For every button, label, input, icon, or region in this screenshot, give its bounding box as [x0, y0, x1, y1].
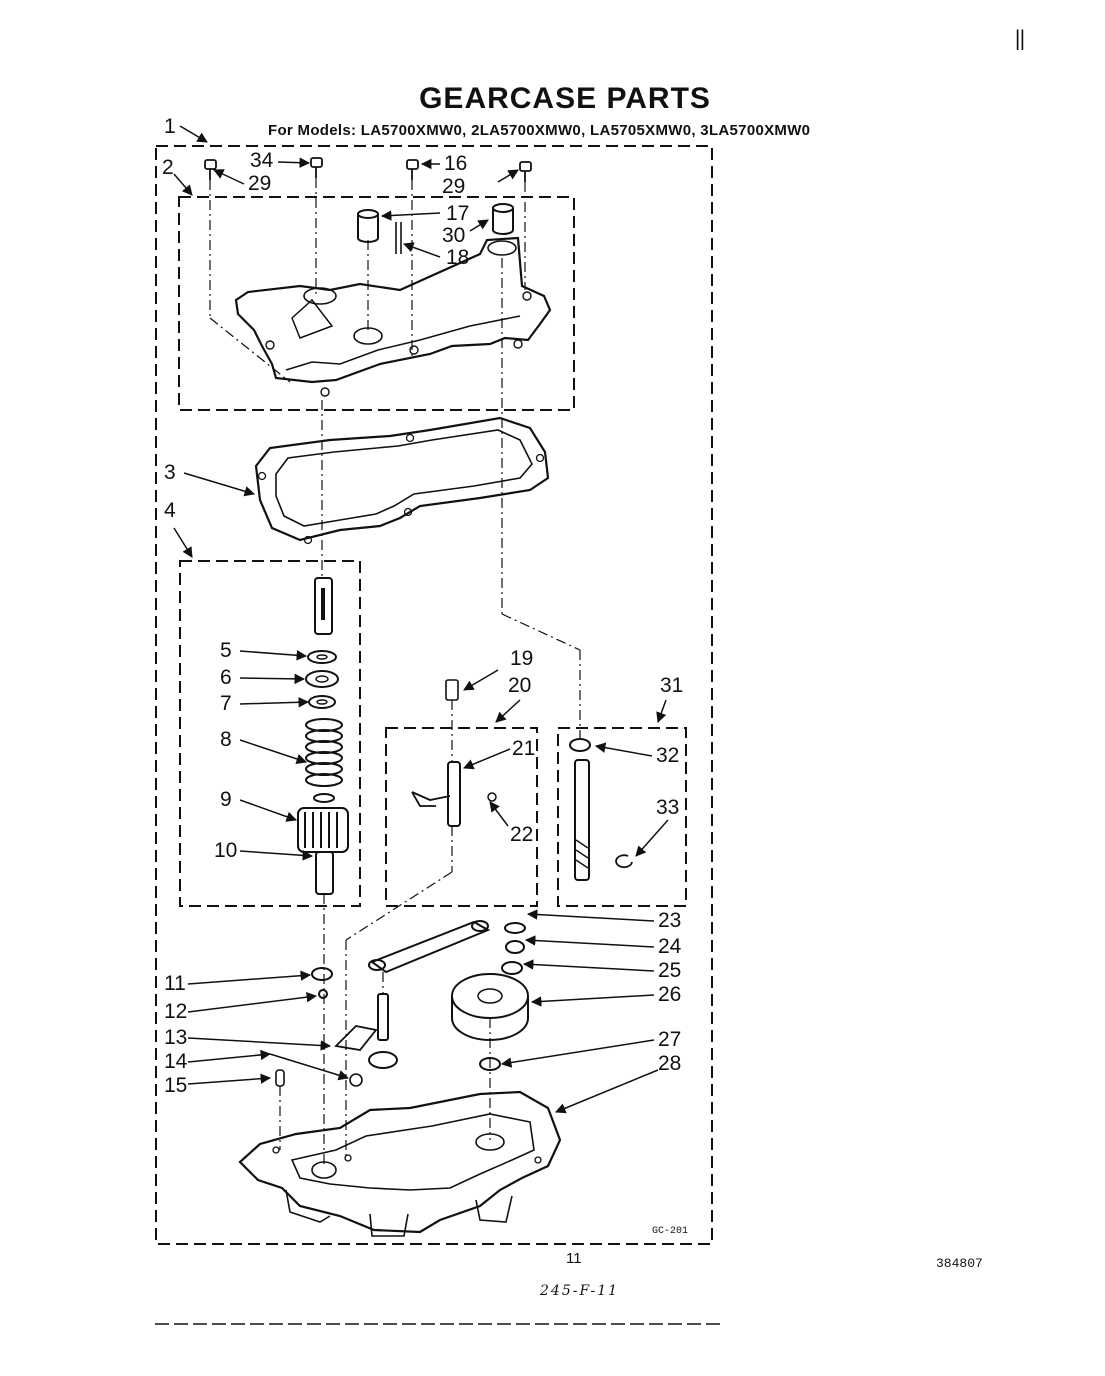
callout-13: 13 — [164, 1026, 188, 1049]
screw-icon-29-left — [204, 159, 217, 180]
document-number: 384807 — [936, 1256, 983, 1271]
callout-7: 7 — [220, 692, 232, 715]
shift-fork-icon — [411, 761, 461, 827]
washer-icon-14 — [349, 1073, 363, 1087]
bearing-icon-11 — [311, 967, 333, 981]
callout-11: 11 — [164, 972, 186, 995]
handwritten-note: 245-F-11 — [540, 1283, 620, 1299]
retaining-ring-icon-33 — [615, 854, 633, 869]
callout-9: 9 — [220, 788, 232, 811]
callout-21: 21 — [512, 737, 536, 760]
callout-23: 23 — [658, 909, 682, 932]
callout-19: 19 — [510, 647, 534, 670]
pinion-gear-icon-9 — [297, 793, 349, 853]
callout-30: 30 — [442, 224, 466, 247]
pinion-hub-icon-10 — [315, 851, 334, 895]
screw-icon-29-right — [519, 161, 532, 182]
callout-34: 34 — [250, 149, 274, 172]
washer-icon-25 — [501, 961, 523, 975]
crank-icon-13 — [334, 993, 398, 1069]
screw-icon-16 — [406, 159, 419, 180]
gasket-icon — [254, 416, 550, 542]
page-number: 11 — [566, 1250, 582, 1267]
callout-8: 8 — [220, 728, 232, 751]
model-list: For Models: LA5700XMW0, 2LA5700XMW0, LA5… — [268, 122, 811, 139]
callout-25: 25 — [658, 959, 682, 982]
callout-22: 22 — [510, 823, 534, 846]
gearcase-base-icon — [238, 1090, 562, 1237]
callout-20: 20 — [508, 674, 532, 697]
callout-33: 33 — [656, 796, 680, 819]
shift-fork-assembly-box — [385, 727, 538, 907]
cover-assembly-box — [178, 196, 575, 411]
bushing-icon-30 — [492, 203, 514, 235]
pin-icon-15 — [275, 1069, 285, 1087]
callout-6: 6 — [220, 666, 232, 689]
callout-10: 10 — [214, 839, 238, 862]
callout-14: 14 — [164, 1050, 188, 1073]
callout-18: 18 — [446, 246, 470, 269]
callout-15: 15 — [164, 1074, 188, 1097]
pinion-shaft-icon — [314, 577, 333, 635]
callout-12: 12 — [164, 1000, 188, 1023]
callout-29-left: 29 — [248, 172, 272, 195]
callout-16: 16 — [444, 152, 468, 175]
washer-icon-7 — [308, 695, 336, 709]
callout-28: 28 — [658, 1052, 682, 1075]
clip-icon-22 — [487, 792, 497, 802]
callout-24: 24 — [658, 935, 682, 958]
callout-17: 17 — [446, 202, 470, 225]
washer-icon-32 — [569, 738, 591, 752]
callout-4: 4 — [164, 499, 176, 522]
corner-mark: ‖ — [1014, 26, 1027, 50]
washer-icon-24 — [505, 940, 525, 954]
main-gear-icon-26 — [451, 973, 529, 1041]
callout-26: 26 — [658, 983, 682, 1006]
washer-icon-6 — [305, 670, 339, 688]
callout-2: 2 — [162, 156, 174, 179]
drive-arm-icon — [368, 920, 491, 974]
screw-icon-34 — [310, 157, 323, 178]
agitate-shaft-icon — [574, 759, 590, 881]
diagram-code: GC-201 — [652, 1226, 689, 1237]
callout-1: 1 — [164, 115, 176, 138]
callout-31: 31 — [660, 674, 684, 697]
bushing-icon-17 — [357, 209, 379, 243]
pinion-assembly-box — [179, 560, 361, 907]
pin-icon-18 — [395, 222, 402, 254]
spring-icon-19 — [445, 679, 459, 701]
callout-29-right: 29 — [442, 175, 466, 198]
callout-32: 32 — [656, 744, 680, 767]
washer-icon-23 — [504, 922, 526, 934]
callout-5: 5 — [220, 639, 232, 662]
callout-27: 27 — [658, 1028, 682, 1051]
spring-icon-8 — [305, 718, 343, 787]
washer-icon-5 — [307, 650, 337, 664]
gearcase-cover-icon — [234, 236, 552, 384]
ball-icon-12 — [318, 989, 328, 999]
agitate-shaft-assembly-box — [557, 727, 687, 907]
callout-3: 3 — [164, 461, 176, 484]
assembly-outline — [155, 145, 713, 1245]
page-title: GEARCASE PARTS — [419, 82, 711, 115]
